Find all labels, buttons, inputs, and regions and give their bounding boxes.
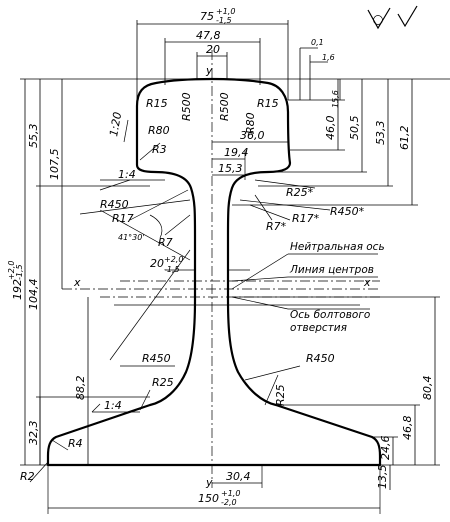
radius-r15-right: R15 — [257, 97, 279, 110]
dim-55-3: 55,3 — [27, 79, 150, 187]
svg-text:13,5: 13,5 — [376, 465, 389, 490]
radius-r17-left: R17 — [112, 212, 134, 225]
dim-80-4-46-8-24-6: 80,4 46,8 24,6 13,5 — [232, 296, 440, 490]
dim-30-4: 30,4 — [212, 465, 263, 488]
dim-88-2: 88,2 — [74, 297, 89, 465]
dim-head-right-stack: 15,6 46,0 50,5 53,3 61,2 — [232, 79, 418, 206]
radius-r500-right: R500 — [218, 92, 231, 121]
angle-41-30: 41°30' — [118, 233, 145, 242]
radius-r4: R4 — [68, 437, 83, 450]
slope-1-4-top: 1:4 — [118, 168, 136, 181]
radius-r25-bottom-right: R25 — [274, 384, 287, 406]
svg-text:-1,5: -1,5 — [164, 265, 180, 274]
svg-text:32,3: 32,3 — [27, 421, 40, 446]
svg-text:+2,0: +2,0 — [7, 261, 16, 280]
dim-width-75: 75 +1,0 -1,5 — [136, 7, 289, 100]
dim-width-150: 150 +1,0 -2,0 — [47, 465, 381, 514]
label-neutral-axis: Нейтральная ось — [290, 241, 385, 253]
radius-r450-star: R450* — [330, 205, 365, 218]
svg-text:50,5: 50,5 — [348, 116, 361, 141]
label-centers-line: Линия центров — [289, 264, 374, 276]
svg-text:46,8: 46,8 — [401, 416, 414, 441]
surface-finish-symbol — [367, 5, 418, 30]
svg-text:55,3: 55,3 — [27, 124, 40, 149]
svg-text:46,0: 46,0 — [324, 116, 337, 141]
svg-text:150: 150 — [198, 492, 219, 505]
svg-text:20: 20 — [206, 43, 220, 56]
radius-r450-bottom-left: R450 — [142, 352, 171, 365]
radius-r2: R2 — [20, 470, 35, 483]
svg-text:75: 75 — [200, 10, 214, 23]
svg-text:107,5: 107,5 — [48, 149, 61, 181]
dim-0-1-1-6: 0,1 1,6 — [299, 38, 335, 100]
svg-text:19,4: 19,4 — [224, 146, 249, 159]
dim-32-3: 32,3 — [27, 396, 150, 465]
svg-text:-1,5: -1,5 — [15, 264, 24, 280]
radius-r25-bottom-left: R25 — [152, 376, 174, 389]
slope-1-20: 1:20 — [107, 111, 124, 138]
svg-text:0,1: 0,1 — [311, 38, 324, 47]
svg-text:-2,0: -2,0 — [221, 498, 237, 507]
dim-192: 192 +2,0 -1,5 — [7, 79, 26, 465]
svg-text:53,3: 53,3 — [374, 121, 387, 146]
radius-r15-left: R15 — [146, 97, 168, 110]
axis-x-label-left: x — [73, 276, 81, 289]
svg-text:104,4: 104,4 — [27, 279, 40, 311]
svg-text:20: 20 — [150, 257, 164, 270]
radius-r500-left: R500 — [180, 92, 193, 121]
dim-web-20: 20 +2,0 -1,5 — [150, 255, 250, 274]
dim-36-19-15: 36,0 19,4 15,3 — [212, 129, 288, 180]
svg-text:+1,0: +1,0 — [216, 7, 235, 16]
axis-y-label-top: y — [205, 64, 213, 77]
svg-text:47,8: 47,8 — [196, 29, 221, 42]
label-bolt-hole-axis-2: отверстия — [290, 322, 347, 334]
dim-width-47-8: 47,8 — [164, 29, 261, 85]
dim-107-5: 107,5 — [48, 79, 63, 289]
svg-text:30,4: 30,4 — [226, 470, 251, 483]
svg-text:+2,0: +2,0 — [164, 255, 183, 264]
svg-text:88,2: 88,2 — [74, 376, 87, 401]
radius-r7-star: R7* — [266, 220, 287, 233]
axis-x-label-right: x — [363, 276, 371, 289]
radius-r17-star: R17* — [292, 212, 320, 225]
svg-text:-1,5: -1,5 — [216, 16, 232, 25]
svg-text:61,2: 61,2 — [398, 126, 411, 151]
dim-width-20: 20 — [196, 43, 228, 79]
radius-r450-left: R450 — [100, 198, 129, 211]
svg-text:15,6: 15,6 — [331, 90, 340, 108]
svg-text:+1,0: +1,0 — [221, 489, 240, 498]
radius-r7-left: R7 — [158, 236, 173, 249]
slope-1-4-bottom: 1:4 — [104, 399, 122, 412]
radius-r25-star: R25* — [286, 186, 314, 199]
svg-text:1,6: 1,6 — [322, 53, 335, 62]
axis-y-label-bottom: y — [205, 476, 213, 489]
svg-text:24,6: 24,6 — [379, 436, 392, 461]
svg-text:80,4: 80,4 — [421, 376, 434, 401]
radius-r80-right: R80 — [244, 112, 257, 134]
svg-text:15,3: 15,3 — [218, 162, 243, 175]
radius-r450-bottom-right: R450 — [306, 352, 335, 365]
svg-text:36,0: 36,0 — [240, 129, 265, 142]
radius-r80-left: R80 — [148, 124, 170, 137]
svg-text:192: 192 — [11, 279, 24, 300]
radius-r3: R3 — [152, 143, 167, 156]
label-bolt-hole-axis-1: Ось болтового — [290, 309, 370, 321]
